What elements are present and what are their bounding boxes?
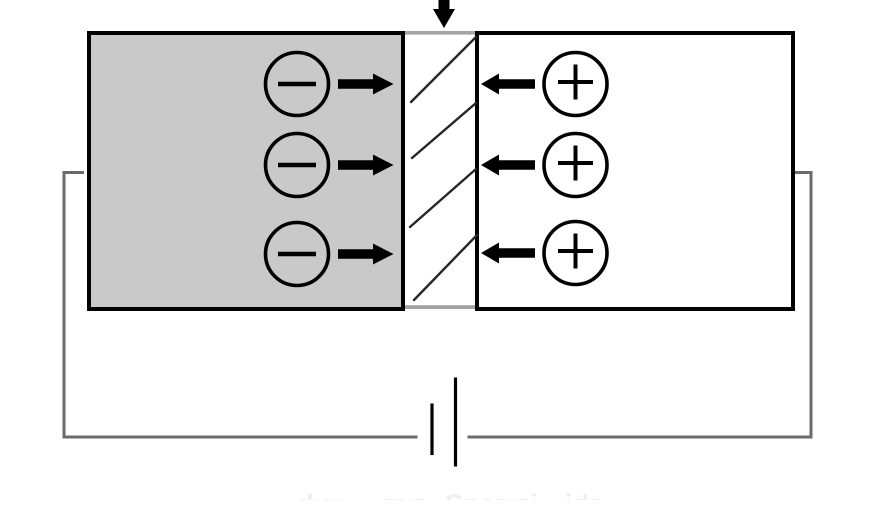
svg-text:zur: zur xyxy=(384,489,425,500)
svg-text:dur: dur xyxy=(297,489,341,500)
svg-text:Sperrsi: Sperrsi xyxy=(445,489,538,500)
svg-text:ide: ide xyxy=(565,489,604,500)
